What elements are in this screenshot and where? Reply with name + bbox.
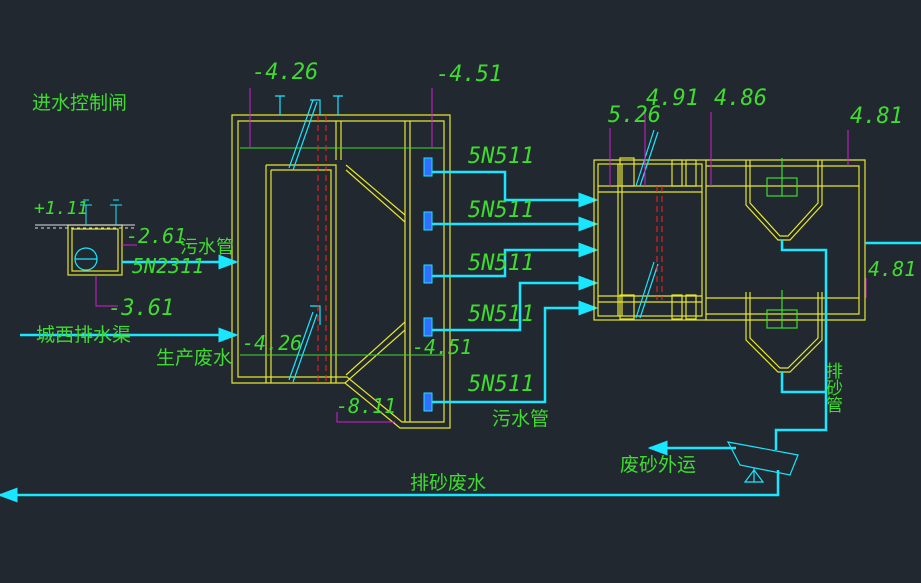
pipe-code: 5N2311 — [132, 254, 205, 278]
label-sand-pipe: 排砂管 — [822, 362, 842, 413]
elev-e7: -4.51 — [412, 335, 473, 359]
elev-e11: 4.86 — [714, 86, 767, 111]
submersible-pumps — [423, 157, 433, 412]
inlet-well — [67, 224, 123, 276]
grit-chambers — [706, 159, 866, 373]
elev-e12: 4.81 — [850, 104, 903, 129]
label-west-channel: 城西排水渠 — [36, 324, 132, 346]
label-sand-wastewater: 排砂废水 — [410, 472, 487, 494]
elev-e6: -4.26 — [242, 331, 303, 355]
elev-e2: -2.61 — [126, 224, 187, 248]
water-levels-pump-station — [240, 147, 444, 356]
gate-screens — [275, 95, 343, 383]
elev-e8: -8.11 — [336, 394, 397, 418]
sand-discharge-pipes — [0, 240, 828, 503]
elev-e9: 5.26 — [608, 103, 661, 128]
screen-centerlines — [317, 115, 327, 383]
pump-label-4: 5N511 — [468, 302, 535, 327]
leaders-left — [95, 244, 137, 307]
inlet-gate-actuators — [80, 199, 122, 225]
elev-e5: -4.51 — [436, 62, 503, 87]
pump-station-structure — [231, 114, 451, 429]
screen-building — [593, 157, 707, 321]
elev-e10: 4.91 — [646, 86, 699, 111]
pump-label-2: 5N511 — [468, 198, 535, 223]
label-sewage-pipe-2: 污水管 — [492, 408, 550, 430]
pump-label-1: 5N511 — [468, 144, 535, 169]
screen-building-centerlines — [656, 186, 663, 300]
inflow-pipes — [20, 254, 239, 343]
elev-e4: -4.26 — [252, 60, 319, 85]
ground-line-left — [35, 224, 135, 229]
label-sand-transport: 废砂外运 — [620, 454, 697, 476]
elevation-leaders — [249, 88, 867, 423]
elev-e3: -3.61 — [108, 296, 175, 321]
elev-e1: +1.11 — [34, 198, 89, 219]
label-production-wastewater: 生产废水 — [156, 347, 233, 369]
sand-separator — [726, 441, 799, 483]
pump-discharge-pipes — [432, 170, 599, 404]
elev-e13: 4.81 — [868, 257, 917, 281]
grit-chamber-mixers — [766, 158, 798, 329]
label-sewage-pipe-1: 污水管 — [180, 237, 234, 258]
pump-label-3: 5N511 — [468, 251, 535, 276]
pump-label-5: 5N511 — [468, 372, 535, 397]
fine-screens — [635, 129, 659, 319]
label-inlet-gate: 进水控制闸 — [32, 92, 128, 114]
